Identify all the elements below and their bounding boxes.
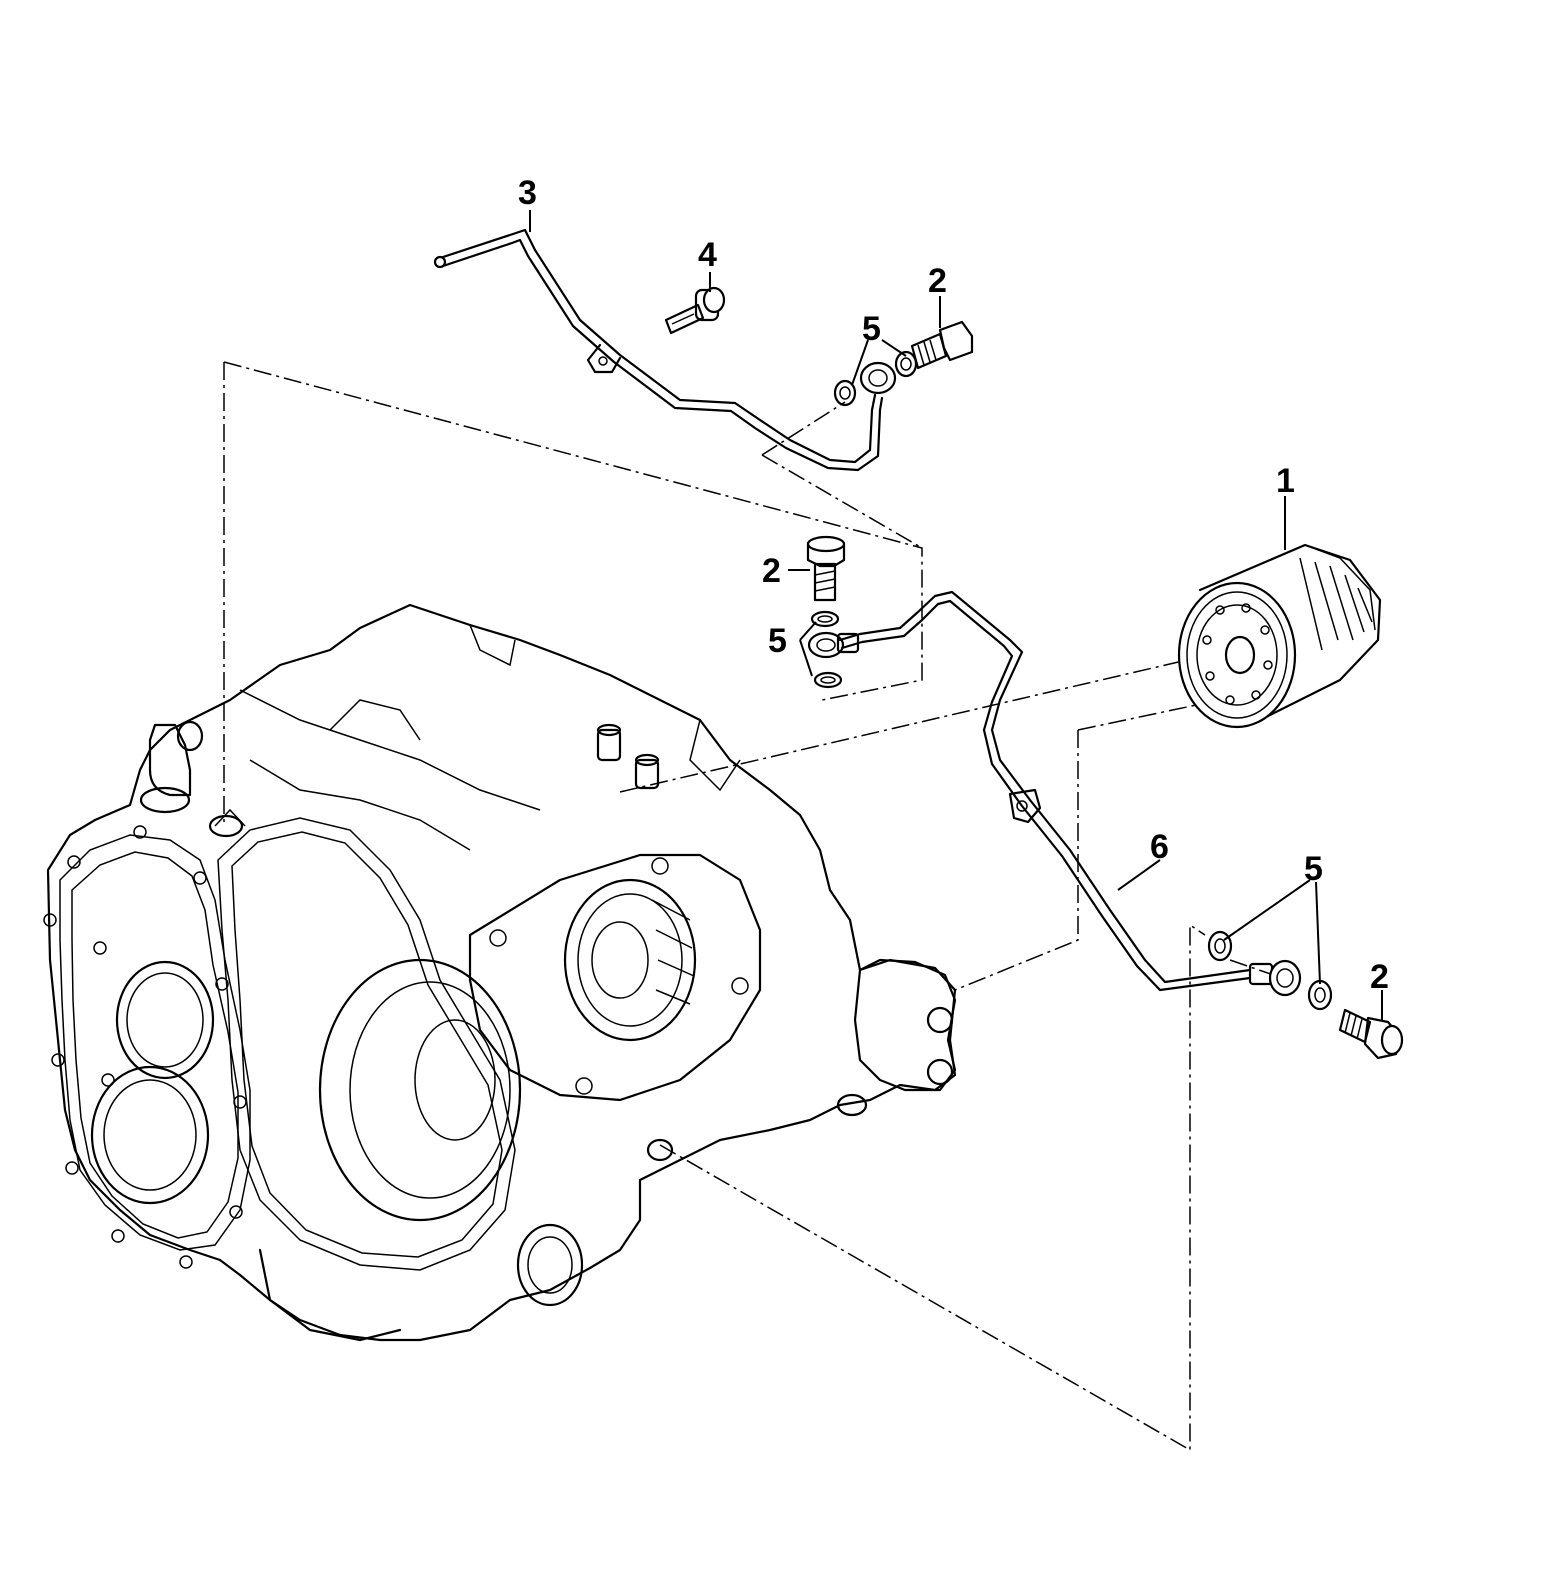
callout-3: 3 [518,174,537,212]
crankcase [43,603,957,1342]
part-2-banjo-bolt-middle [806,535,846,602]
callout-4: 4 [698,236,717,274]
callout-2: 2 [928,262,947,300]
part-4-flange-bolt [664,286,726,335]
part-5-washers-lower [1207,930,1333,1011]
part-2-banjo-bolt-upper [910,320,974,370]
callout-1: 1 [1276,462,1295,500]
part-6-oil-line [807,590,1302,997]
callout-2: 2 [762,552,781,590]
callout-2: 2 [1370,958,1389,996]
callout-5: 5 [862,310,881,348]
part-5-washers-middle [810,610,843,689]
part-2-banjo-bolt-lower [1338,1008,1404,1060]
alignment-lines [223,361,1289,1452]
callout-5: 5 [768,622,787,660]
part-1-oil-filter [1177,543,1382,729]
callout-6: 6 [1150,828,1169,866]
callout-5: 5 [1304,850,1323,888]
part-5-washers-upper [833,350,918,407]
part-3-oil-line [433,228,897,472]
leader-lines [529,210,1383,1020]
callout-labels: 3 4 2 5 1 2 5 6 5 2 [518,174,1389,996]
